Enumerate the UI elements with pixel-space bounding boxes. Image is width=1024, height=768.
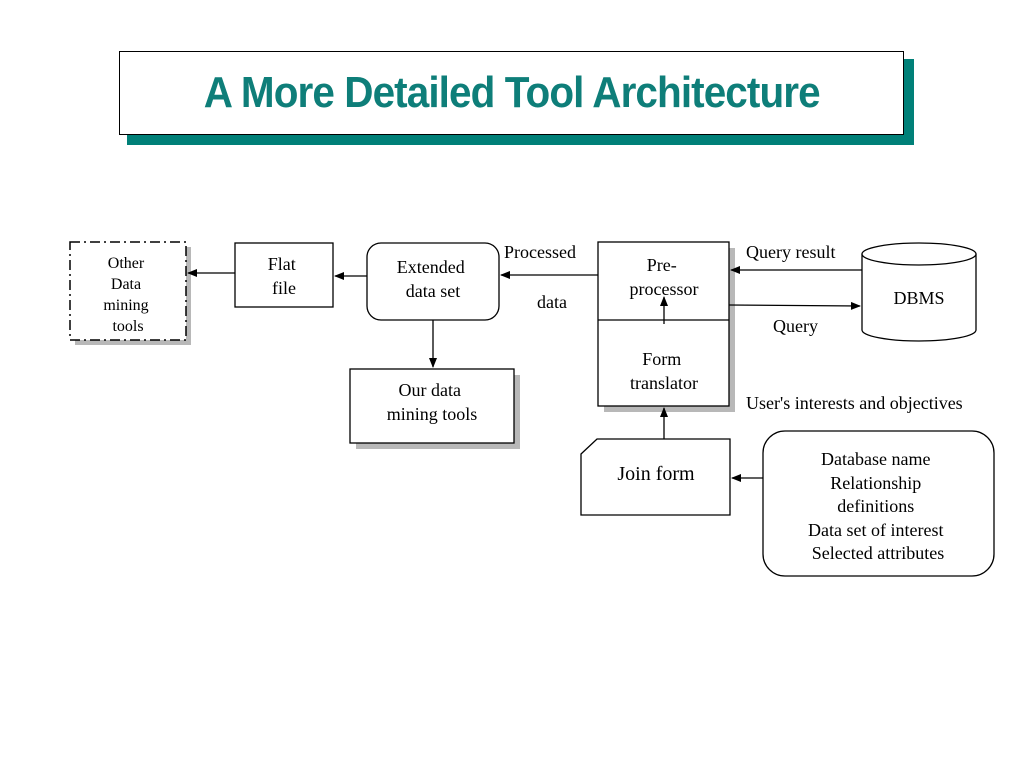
other-tools-line-4: tools	[112, 318, 143, 335]
svg-text:Extended data set: Extended data set	[397, 257, 469, 301]
join-form-node: Join form	[580, 438, 731, 516]
other-tools-line-2: Data	[111, 276, 141, 293]
interests-line-4: Data set of interest	[808, 520, 943, 540]
other-tools-node: Other Data mining tools	[69, 241, 191, 345]
page-title: A More Detailed Tool Architecture	[203, 68, 821, 117]
flat-file-line-2: file	[272, 278, 296, 298]
svg-text:Other Data mining: Other Data mining tools	[103, 255, 152, 335]
svg-text:Pre- processor: Pre- processor	[630, 255, 699, 299]
dbms-node: DBMS	[861, 242, 977, 342]
svg-text:Flat file: Flat file	[268, 254, 301, 298]
form-translator-line-2: translator	[630, 373, 698, 393]
other-tools-line-3: mining	[103, 297, 148, 314]
preprocessor-line-2: processor	[630, 279, 699, 299]
label-data: data	[537, 292, 567, 312]
interests-node: Database name Relationship definitions D…	[762, 430, 995, 577]
extended-line-2: data set	[406, 281, 460, 301]
preprocessor-translator-node: Pre- processor Form translator	[597, 241, 735, 412]
arrow-pre-to-dbms	[728, 301, 861, 310]
other-tools-line-1: Other	[108, 255, 145, 272]
form-translator-line-1: Form	[642, 349, 681, 369]
label-query: Query	[773, 316, 818, 336]
label-users-interests: User's interests and objectives	[746, 393, 963, 413]
svg-text:Database name Relationsh: Database name Relationship definitions D…	[808, 449, 948, 563]
flat-file-node: Flat file	[234, 242, 334, 308]
our-tools-line-1: Our data	[399, 380, 461, 400]
flat-file-line-1: Flat	[268, 254, 296, 274]
extended-data-set-node: Extended data set	[366, 242, 500, 321]
svg-text:Our data mining tools: Our data mining tools	[387, 380, 478, 424]
label-query-result: Query result	[746, 242, 835, 262]
extended-line-1: Extended	[397, 257, 465, 277]
our-tools-node: Our data mining tools	[349, 368, 520, 449]
interests-line-1: Database name	[821, 449, 930, 469]
interests-line-3: definitions	[837, 496, 914, 516]
label-processed: Processed	[504, 242, 576, 262]
title-box: A More Detailed Tool Architecture	[119, 51, 904, 135]
svg-text:Form translator: Form translator	[630, 349, 698, 393]
interests-line-2: Relationship	[830, 473, 921, 493]
join-form-label: Join form	[617, 463, 695, 485]
preprocessor-line-1: Pre-	[647, 255, 677, 275]
dbms-label: DBMS	[893, 288, 944, 308]
interests-line-5: Selected attributes	[812, 543, 944, 563]
our-tools-line-2: mining tools	[387, 404, 478, 424]
